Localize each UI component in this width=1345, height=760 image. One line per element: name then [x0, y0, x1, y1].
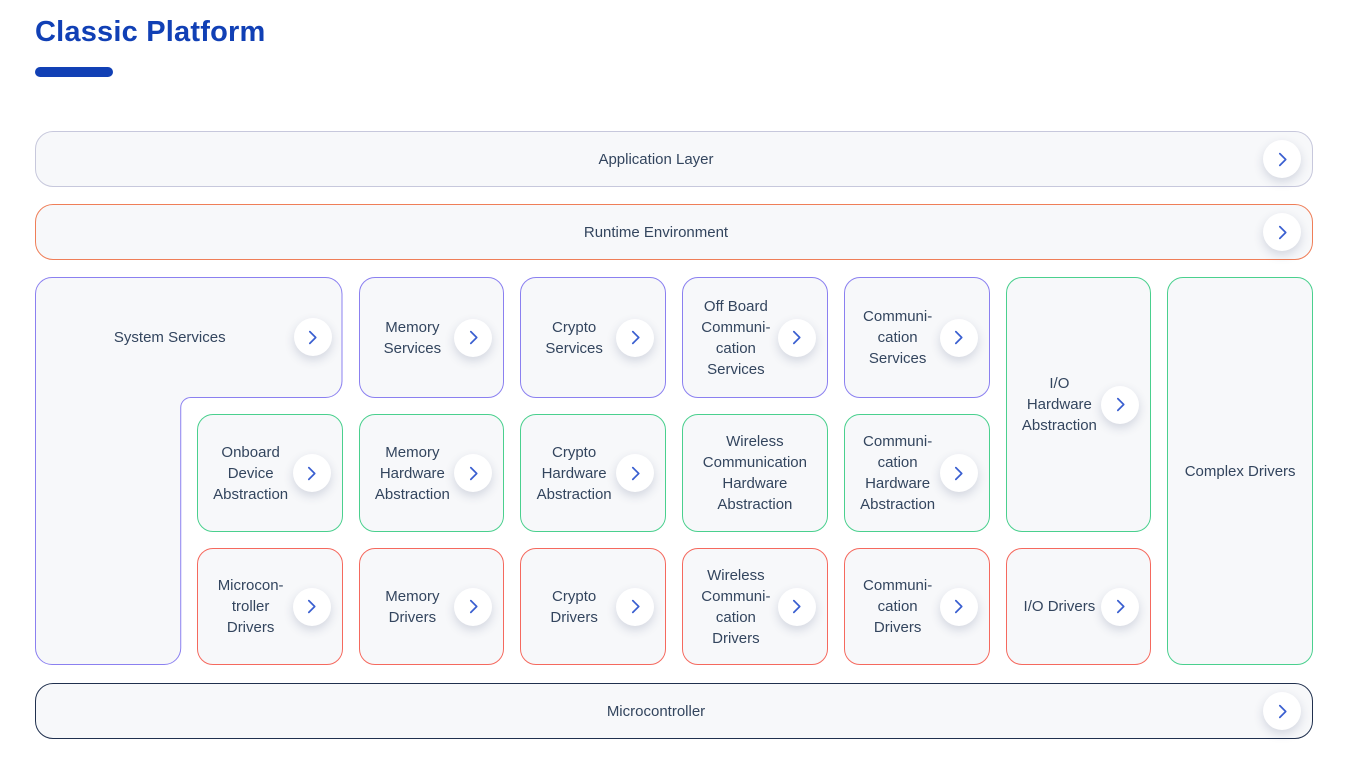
chevron-right-button[interactable] [292, 454, 331, 492]
chevron-right-button[interactable] [293, 318, 332, 356]
chevron-right-icon [308, 330, 317, 344]
box-crypto-hardware-abstraction[interactable]: Crypto Hardware Abstraction [520, 414, 666, 532]
chevron-right-button[interactable] [616, 587, 654, 626]
chevron-right-icon [631, 330, 640, 345]
system-services-l-outline [35, 277, 343, 665]
chevron-right-icon [307, 599, 316, 614]
architecture-grid: System Services Memory Services Crypto S… [35, 277, 1313, 665]
chevron-right-icon [1116, 397, 1125, 412]
bar-label: Application Layer [598, 150, 714, 168]
chevron-right-button[interactable] [939, 318, 978, 357]
chevron-right-icon [307, 466, 316, 480]
chevron-right-button[interactable] [454, 318, 493, 357]
box-label: Complex Drivers [1184, 462, 1296, 480]
application-layer-bar[interactable]: Application Layer [35, 131, 1313, 187]
box-complex-drivers[interactable]: Complex Drivers [1167, 277, 1313, 665]
chevron-right-button[interactable] [939, 454, 978, 492]
box-wireless-communication-hardware-abstraction[interactable]: Wireless Communication Hardware Abstract… [682, 414, 828, 532]
chevron-right-icon [793, 330, 801, 345]
chevron-right-button[interactable] [454, 587, 493, 626]
page-title: Classic Platform [35, 16, 266, 48]
box-label: Communi- cation Hardware Abstraction [860, 433, 936, 513]
box-label: Communi- cation Services [863, 308, 933, 367]
chevron-right-button[interactable] [777, 318, 816, 357]
box-label: Off Board Communi- cation Services [701, 297, 771, 378]
bar-label: Microcontroller [606, 702, 706, 720]
box-label: Wireless Communication Hardware Abstract… [702, 433, 807, 513]
chevron-right-button[interactable] [616, 318, 654, 357]
chevron-right-button[interactable] [939, 587, 978, 626]
chevron-right-button[interactable] [1101, 587, 1140, 626]
runtime-environment-bar[interactable]: Runtime Environment [35, 204, 1313, 260]
chevron-right-icon [793, 599, 801, 614]
chevron-right-icon [1116, 599, 1125, 614]
chevron-right-button[interactable] [454, 454, 493, 492]
box-label: Memory Drivers [385, 587, 440, 626]
chevron-right-icon [954, 330, 963, 345]
chevron-right-icon [469, 330, 478, 345]
chevron-right-button[interactable] [777, 587, 816, 626]
system-services-content: System Services [35, 277, 343, 398]
microcontroller-bar[interactable]: Microcontroller [35, 683, 1313, 739]
chevron-right-button[interactable] [292, 587, 331, 626]
bar-label: Runtime Environment [583, 223, 729, 241]
box-io-drivers[interactable]: I/O Drivers [1005, 548, 1152, 665]
chevron-right-button[interactable] [1263, 213, 1301, 251]
box-communication-services[interactable]: Communi- cation Services [843, 277, 990, 398]
chevron-right-button[interactable] [616, 454, 654, 492]
box-label: Wireless Communi- cation Drivers [701, 566, 771, 647]
box-communication-hardware-abstraction[interactable]: Communi- cation Hardware Abstraction [843, 414, 990, 532]
box-label: I/O Drivers [1023, 598, 1096, 615]
box-crypto-services[interactable]: Crypto Services [520, 277, 666, 398]
title-underline [35, 67, 113, 77]
chevron-right-icon [1278, 704, 1287, 718]
chevron-right-icon [469, 466, 478, 480]
chevron-right-icon [631, 466, 640, 480]
classic-platform-page: Classic Platform Application Layer Runti… [35, 16, 1313, 739]
chevron-right-icon [631, 599, 640, 614]
box-label: System Services [113, 329, 226, 346]
architecture-diagram: Application Layer Runtime Environment Sy… [35, 131, 1313, 739]
box-label: Crypto Services [545, 318, 603, 357]
box-crypto-drivers[interactable]: Crypto Drivers [520, 548, 666, 665]
box-system-services[interactable]: System Services [35, 277, 343, 665]
box-label: I/O Hardware Abstraction [1021, 375, 1097, 434]
box-microcontroller-drivers[interactable]: Microcon- troller Drivers [196, 548, 343, 665]
chevron-right-button[interactable] [1101, 385, 1140, 424]
chevron-right-button[interactable] [1263, 692, 1301, 730]
chevron-right-button[interactable] [1263, 140, 1301, 178]
chevron-right-icon [1278, 225, 1287, 239]
box-memory-drivers[interactable]: Memory Drivers [358, 548, 505, 665]
box-memory-services[interactable]: Memory Services [358, 277, 505, 398]
chevron-right-icon [954, 466, 963, 480]
box-label: Crypto Hardware Abstraction [536, 443, 612, 503]
box-label: Onboard Device Abstraction [213, 443, 289, 503]
chevron-right-icon [469, 599, 478, 614]
box-memory-hardware-abstraction[interactable]: Memory Hardware Abstraction [358, 414, 505, 532]
box-label: Memory Services [383, 318, 442, 357]
box-communication-drivers[interactable]: Communi- cation Drivers [843, 548, 990, 665]
chevron-right-icon [954, 599, 963, 614]
box-off-board-communication-services[interactable]: Off Board Communi- cation Services [682, 277, 828, 398]
box-onboard-device-abstraction[interactable]: Onboard Device Abstraction [196, 414, 343, 532]
box-label: Memory Hardware Abstraction [374, 443, 450, 503]
box-label: Crypto Drivers [550, 587, 598, 626]
box-label: Communi- cation Drivers [863, 577, 933, 636]
box-label: Microcon- troller Drivers [217, 577, 284, 636]
box-io-hardware-abstraction[interactable]: I/O Hardware Abstraction [1005, 277, 1152, 532]
box-wireless-communication-drivers[interactable]: Wireless Communi- cation Drivers [682, 548, 828, 665]
chevron-right-icon [1278, 152, 1287, 166]
